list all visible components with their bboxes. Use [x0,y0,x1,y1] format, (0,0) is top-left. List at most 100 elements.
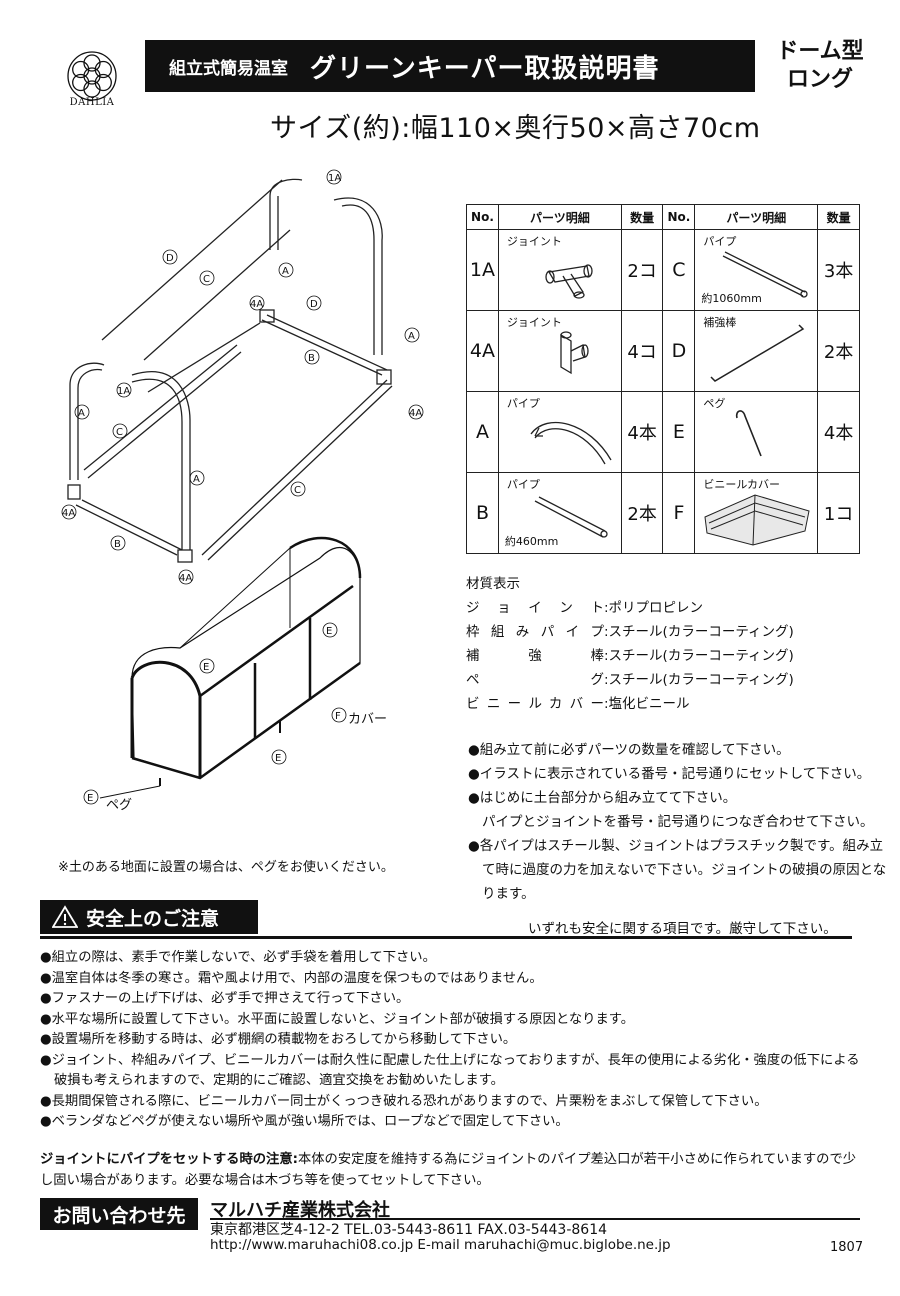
vinyl-cover-icon [704,494,810,546]
dahlia-logo-icon [67,51,117,101]
part-no: A [466,391,499,473]
svg-text:4A: 4A [179,573,192,584]
part-name: パイプ [506,397,540,410]
header-no: No. [662,204,696,230]
svg-text:E: E [203,662,209,673]
parts-table: No. パーツ明細 数量 No. パーツ明細 数量 1A ジョイント 2コ C … [466,204,860,554]
material-row: 枠組みパイプ:スチール(カラーコーティング) [466,620,794,644]
material-label: 補強棒 [466,648,604,664]
table-row: B パイプ 約460mm 2本 F ビニールカバー 1コ [466,472,860,554]
material-row: 補強棒:スチール(カラーコーティング) [466,644,794,668]
svg-text:1A: 1A [117,386,130,397]
safety-item: ●設置場所を移動する時は、必ず棚網の積載物をおろしてから移動して下さい。 [40,1032,517,1047]
svg-text:A: A [78,408,85,419]
svg-text:A: A [408,331,415,342]
svg-text:C: C [294,485,301,496]
size-spec: サイズ(約):幅110×奥行50×高さ70cm [270,113,761,144]
safety-item: ●ファスナーの上げ下げは、必ず手で押さえて行って下さい。 [40,991,410,1006]
svg-text:B: B [114,539,121,550]
table-row: 4A ジョイント 4コ D 補強棒 2本 [466,310,860,392]
cover-label: カバー [348,712,388,727]
material-value: :スチール(カラーコーティング) [604,648,794,664]
part-name: ジョイント [506,235,562,248]
header-part: パーツ明細 [694,204,819,230]
part-qty: 2本 [817,310,860,392]
table-row: 1A ジョイント 2コ C パイプ 約1060mm 3本 [466,229,860,311]
table-row: A パイプ 4本 E ペグ 4本 [466,391,860,473]
safety-item: ●温室自体は冬季の寒さ。霜や風よけ用で、内部の温度を保つものではありません。 [40,970,543,986]
arch-pipe-icon [530,421,612,465]
frame-assembly-diagram: 1A D C A 4A D A B 1A 4A A C A C 4A B 4A [61,169,424,585]
note-item: ●はじめに土台部分から組み立てて下さい。 [468,790,737,806]
page-title: グリーンキーパー取扱説明書 [310,53,660,84]
note-item: ●組み立て前に必ずパーツの数量を確認して下さい。 [468,742,790,758]
company-web[interactable]: http://www.maruhachi08.co.jp E-mail maru… [210,1237,671,1253]
svg-text:B: B [308,353,315,364]
svg-text:D: D [310,299,318,310]
part-qty: 4コ [620,310,664,392]
title-subtitle: 組立式簡易温室 [169,58,288,79]
corner-joint-icon [560,331,589,375]
svg-text:D: D [166,253,174,264]
company-name: マルハチ産業株式会社 [210,1200,390,1221]
part-no: C [662,229,696,311]
materials-list: 材質表示 ジョイント:ポリプロピレン 枠組みパイプ:スチール(カラーコーティング… [466,572,794,716]
safety-item: ●長期間保管される際に、ビニールカバー同士がくっつき破れる恐れがありますので、片… [40,1093,768,1109]
part-no: 4A [466,310,499,392]
part-qty: 2本 [620,472,664,554]
material-value: :ポリプロピレン [604,600,704,616]
part-name: ビニールカバー [703,478,781,491]
table-header-row: No. パーツ明細 数量 No. パーツ明細 数量 [466,204,860,230]
warning-icon [52,905,78,928]
divider [40,936,852,939]
material-label: ビニールカバー [466,696,604,712]
tee-joint-icon [545,264,593,299]
part-qty: 3本 [817,229,860,311]
safety-note: いずれも安全に関する項目です。厳守して下さい。 [528,921,837,937]
header-no: No. [466,204,499,230]
long-pipe-icon [723,251,809,298]
material-label: ジョイント [466,600,604,616]
part-qty: 2コ [620,229,664,311]
part-name: パイプ [506,478,540,491]
part-no: B [466,472,499,554]
material-value: :塩化ビニール [604,696,690,712]
part-qty: 4本 [817,391,860,473]
safety-item: ●組立の際は、素手で作業しないで、必ず手袋を着用して下さい。 [40,950,436,965]
note-item: パイプとジョイントを番号・記号通りにつなぎ合わせて下さい。 [482,814,874,830]
logo-text: DAHLIA [69,97,115,108]
safety-title: 安全上のご注意 [86,907,220,930]
model-type: ドーム型 ロング [770,38,870,94]
svg-text:E: E [326,626,332,637]
svg-text:4A: 4A [62,508,75,519]
document-code: 1807 [830,1240,864,1255]
part-note: 約460mm [504,535,559,548]
reinforcement-rod-icon [710,324,805,382]
peg-label: ペグ [106,798,133,813]
safety-item: ●ベランダなどペグが使えない場所や風が強い場所では、ロープなどで固定して下さい。 [40,1114,569,1129]
contact-label: お問い合わせ先 [40,1198,198,1230]
title-bar: 組立式簡易温室 グリーンキーパー取扱説明書 [145,40,755,92]
materials-heading: 材質表示 [466,576,520,592]
company-address: 東京都港区芝4-12-2 TEL.03-5443-8611 FAX.03-544… [210,1222,608,1238]
model-line-1: ドーム型 [776,39,864,64]
safety-item: ●ジョイント、枠組みパイプ、ビニールカバーは耐久性に配慮した仕上げになっておりま… [40,1052,860,1089]
material-value: :スチール(カラーコーティング) [604,624,794,640]
svg-text:1A: 1A [328,173,341,184]
part-qty: 1コ [817,472,860,554]
svg-text:C: C [203,274,210,285]
header-qty: 数量 [817,204,860,230]
svg-text:A: A [193,474,200,485]
part-no: D [662,310,696,392]
short-pipe-icon [534,496,608,538]
caution-text: 本体の安定度を維持する為にジョイントのパイプ差込口が若干小さめに作られていますの… [40,1152,857,1188]
material-row: ビニールカバー:塩化ビニール [466,692,794,716]
safety-item: ●水平な場所に設置して下さい。水平面に設置しないと、ジョイント部が破損する原因と… [40,1011,635,1027]
svg-text:E: E [275,753,281,764]
header-qty: 数量 [620,204,664,230]
part-name: パイプ [703,235,737,248]
caution-label: ジョイントにパイプをセットする時の注意: [40,1152,298,1167]
material-label: ペグ [466,672,604,688]
divider [210,1218,860,1220]
svg-text:C: C [116,427,123,438]
